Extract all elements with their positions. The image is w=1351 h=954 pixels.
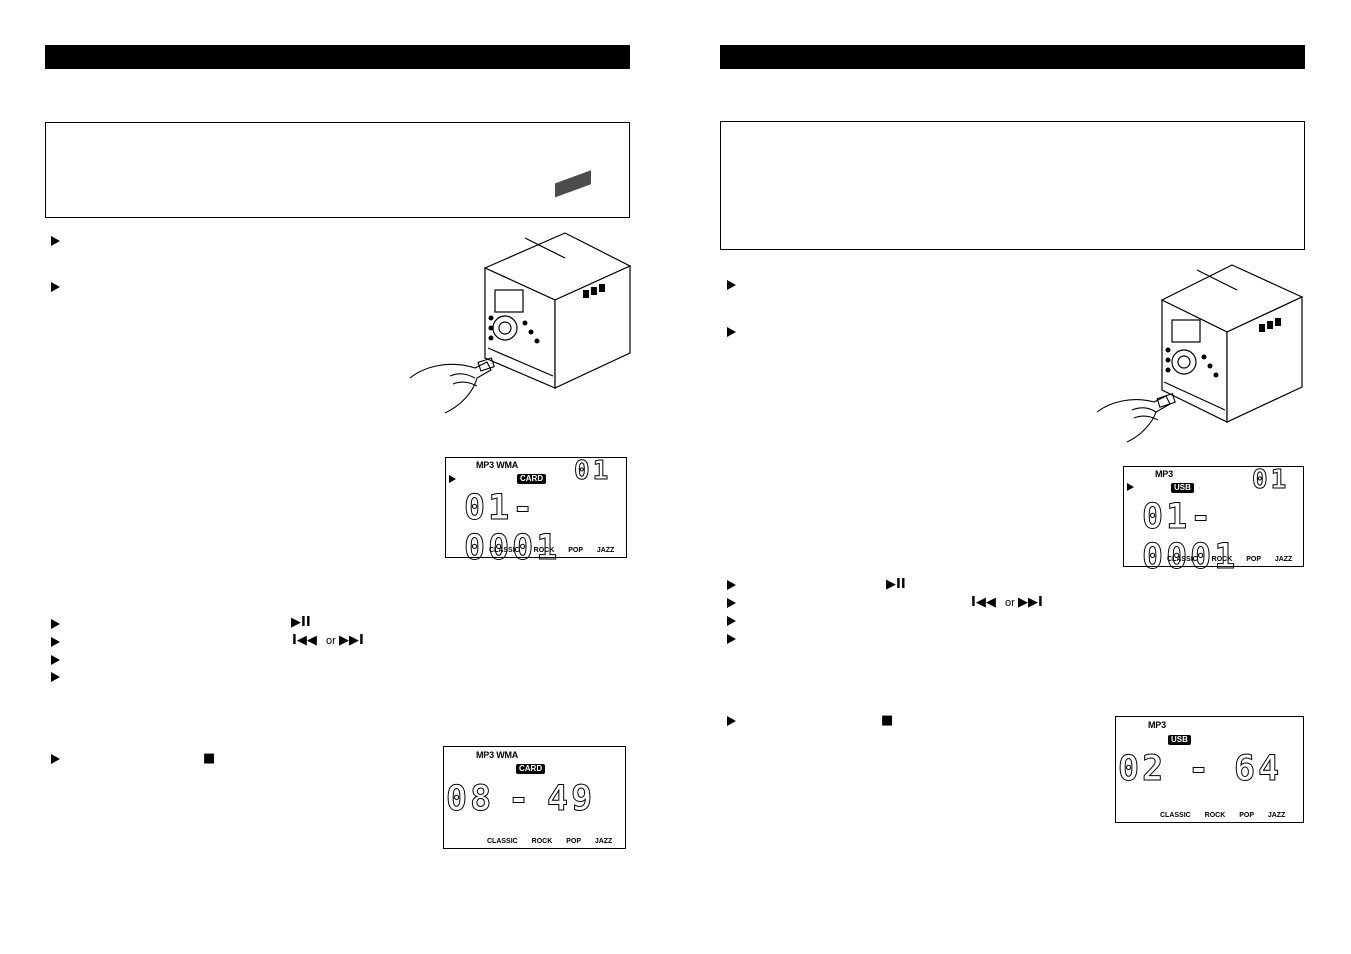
folder-number: 08 [445, 779, 495, 820]
next-symbol: ▶▶I [339, 633, 364, 648]
eq-mode-labels: CLASSIC ROCK POP JAZZ [1167, 556, 1293, 563]
separator-dash: - [1187, 749, 1213, 790]
track-number-small: 01 [1251, 465, 1290, 496]
track-count: 64 [1233, 749, 1283, 790]
card-lcd-display-2: MP3 WMA CARD 08 - 49 CLASSIC ROCK POP JA… [443, 746, 626, 849]
bullet-arrow-icon [727, 598, 736, 608]
separator-dash: - [507, 779, 533, 820]
play-indicator-icon [449, 475, 456, 483]
media-badge: CARD [517, 474, 547, 484]
bullet-arrow-icon [51, 655, 60, 665]
play-pause-symbol: ▶II [886, 577, 906, 592]
format-label: MP3 WMA [476, 460, 519, 470]
device-card-insert-illustration [409, 170, 632, 414]
or-text: or [326, 635, 336, 647]
media-badge: CARD [516, 764, 546, 774]
notice-box [720, 121, 1305, 250]
eq-mode-labels: CLASSIC ROCK POP JAZZ [487, 838, 613, 845]
bullet-arrow-icon [727, 634, 736, 644]
next-symbol: ▶▶I [1018, 595, 1043, 610]
bullet-arrow-icon [51, 637, 60, 647]
format-label: MP3 [1155, 469, 1173, 479]
media-badge: USB [1168, 735, 1191, 745]
bullet-arrow-icon [51, 282, 60, 292]
section-header-bar [720, 45, 1305, 69]
track-count: 49 [546, 779, 596, 820]
stop-symbol: ■ [203, 751, 216, 766]
bullet-arrow-icon [727, 327, 736, 337]
bullet-arrow-icon [727, 280, 736, 290]
prev-symbol: I◀◀ [971, 595, 996, 610]
track-time-display: 01-0001 [1142, 497, 1239, 578]
play-indicator-icon [1127, 483, 1134, 491]
usb-lcd-display-1: MP3 USB 01 01-0001 CLASSIC ROCK POP JAZZ [1123, 465, 1304, 578]
or-text: or [1005, 597, 1015, 609]
bullet-arrow-icon [727, 716, 736, 726]
bullet-arrow-icon [727, 616, 736, 626]
notice-box [45, 122, 630, 218]
format-label: MP3 WMA [476, 750, 519, 760]
section-header-bar [45, 45, 630, 69]
prev-symbol: I◀◀ [292, 633, 317, 648]
track-time-display: 01-0001 [464, 488, 561, 569]
eq-mode-labels: CLASSIC ROCK POP JAZZ [1160, 812, 1286, 819]
bullet-arrow-icon [51, 236, 60, 246]
bullet-arrow-icon [51, 619, 60, 629]
usb-lcd-display-2: MP3 USB 02 - 64 CLASSIC ROCK POP JAZZ [1115, 716, 1304, 823]
device-usb-insert-illustration [1096, 264, 1304, 443]
bullet-arrow-icon [727, 580, 736, 590]
card-lcd-display-1: MP3 WMA CARD 01 01-0001 CLASSIC ROCK POP… [445, 456, 627, 569]
bullet-arrow-icon [51, 754, 60, 764]
eq-mode-labels: CLASSIC ROCK POP JAZZ [489, 547, 615, 554]
play-pause-symbol: ▶II [291, 615, 311, 630]
track-number-small: 01 [573, 456, 612, 487]
format-label: MP3 [1148, 720, 1166, 730]
bullet-arrow-icon [51, 672, 60, 682]
stop-symbol: ■ [881, 713, 894, 728]
media-badge: USB [1171, 483, 1194, 493]
folder-number: 02 [1117, 749, 1167, 790]
